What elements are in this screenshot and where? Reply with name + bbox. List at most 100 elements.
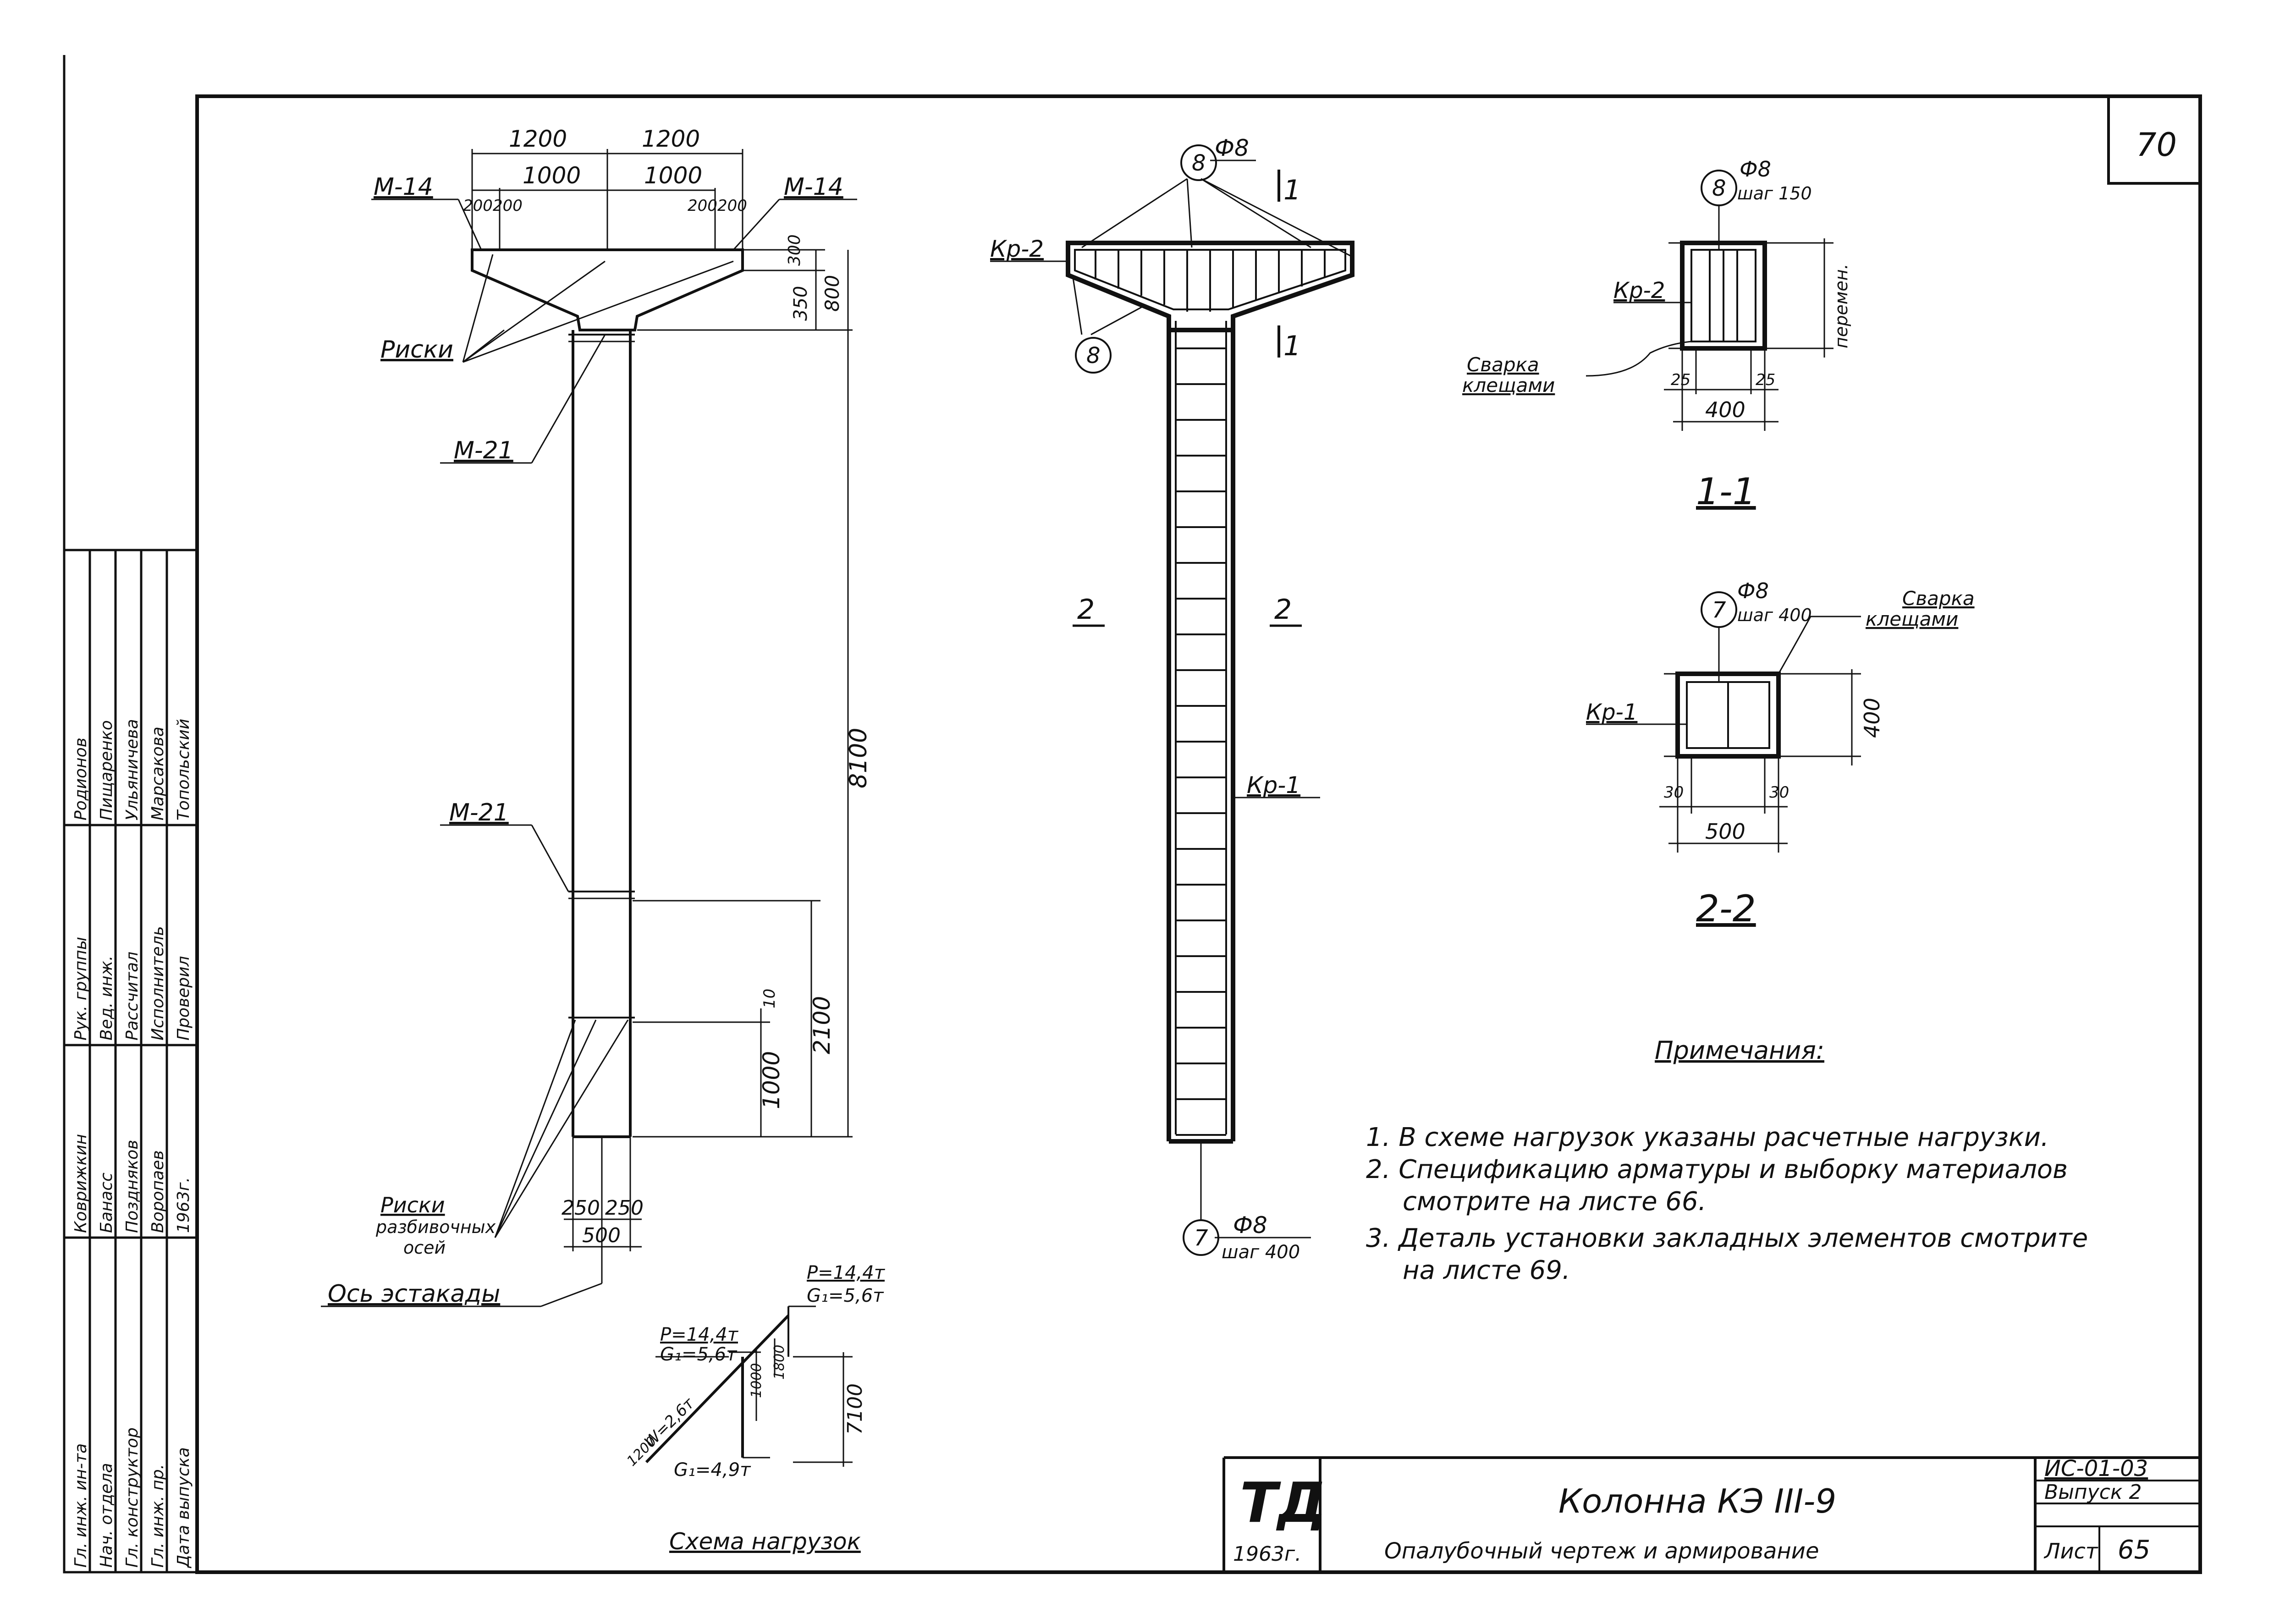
label-riski-top: Риски — [380, 336, 453, 363]
dim-inner-right: 1000 — [644, 162, 702, 189]
dim-right-300: 300 — [785, 234, 804, 266]
label-m14-left: M-14 — [374, 173, 433, 201]
stamp-cell: 1963г. — [174, 1177, 193, 1233]
stamp-cell: Банасс — [97, 1173, 116, 1233]
s22-weld-1: Сварка — [1902, 587, 1975, 610]
s22-dia: Ф8 — [1737, 578, 1769, 603]
s22-dim-500: 500 — [1705, 819, 1745, 844]
drawing-subtitle: Опалубочный чертеж и армирование — [1384, 1538, 1819, 1564]
step-bottom: шаг 400 — [1222, 1242, 1300, 1263]
s11-bubble: 8 — [1712, 176, 1726, 201]
section-2-2-drawing — [1586, 591, 1861, 853]
label-riski-bottom-2: разбивочных — [375, 1217, 496, 1237]
label-kr1: Кр-1 — [1247, 772, 1300, 798]
load-dim-7100: 7100 — [843, 1383, 867, 1435]
dim-bottom-500: 500 — [582, 1224, 621, 1247]
title-block-text: ТД 1963г. Колонна КЭ III-9 Опалубочный ч… — [1233, 1456, 2150, 1566]
s11-weld-1: Сварка — [1467, 353, 1539, 376]
stamp-cell: Гл. инж. ин-та — [72, 1443, 90, 1568]
dim-right-350: 350 — [790, 286, 811, 321]
s22-bubble: 7 — [1712, 597, 1726, 623]
dim-small-right-a: 200 — [688, 197, 717, 215]
sheet-value: 65 — [2118, 1535, 2150, 1565]
load-scheme-drawing — [645, 1305, 853, 1467]
dia-top: Ф8 — [1215, 135, 1249, 161]
s22-step: шаг 400 — [1737, 605, 1812, 625]
doc-issue: Выпуск 2 — [2044, 1481, 2142, 1504]
dim-height-8100: 8100 — [845, 728, 872, 788]
stamp-cell: Дата выпуска — [174, 1447, 193, 1569]
stamp-cell: Коврижкин — [72, 1134, 90, 1233]
s22-dim-30-right: 30 — [1769, 783, 1789, 802]
label-m21-top: M-21 — [454, 437, 513, 464]
sheet-number: 70 — [2136, 126, 2177, 164]
dim-10: 10 — [760, 989, 779, 1008]
doc-code: ИС-01-03 — [2044, 1456, 2148, 1481]
s22-label-kr1: Кр-1 — [1586, 699, 1637, 725]
side-stamp — [63, 549, 198, 1574]
s22-weld-2: клещами — [1866, 608, 1958, 630]
notes-block: Примечания: 1. В схеме нагрузок указаны … — [1366, 1036, 2088, 1285]
note-line-1: 1. В схеме нагрузок указаны расчетные на… — [1366, 1123, 2049, 1152]
label-riski-bottom-1: Риски — [380, 1193, 445, 1217]
sheet-label: Лист — [2043, 1539, 2098, 1563]
label-m21-mid: M-21 — [449, 799, 509, 826]
section-mark-1-bottom: 1 — [1283, 330, 1301, 362]
dim-small-left-b: 200 — [493, 197, 523, 215]
side-stamp-text: Гл. инж. ин-та Коврижкин Рук. группы Родион… — [72, 719, 193, 1569]
logo: ТД — [1240, 1471, 1327, 1535]
title-block — [1222, 1456, 2200, 1572]
stamp-cell: Рук. группы — [72, 937, 90, 1040]
s11-dim-25-left: 25 — [1671, 371, 1690, 389]
stamp-cell: Рассчитал — [123, 952, 142, 1040]
dim-bottom-250-left: 250 — [562, 1196, 600, 1220]
stamp-cell: Топольский — [174, 719, 193, 820]
note-line-3: смотрите на листе 66. — [1403, 1187, 1706, 1217]
sheet-number-box: 70 — [2107, 96, 2200, 185]
section-1-1-labels: 8 Ф8 шаг 150 Кр-2 перемен. Сварка клещам… — [1462, 157, 1851, 513]
section-mark-2-left: 2 — [1077, 594, 1095, 626]
dim-inner-left: 1000 — [523, 162, 581, 189]
stamp-cell: Пищаренко — [97, 720, 116, 820]
load-g-right: G₁=5,6т — [807, 1285, 884, 1306]
stamp-cell: Проверил — [174, 956, 193, 1040]
stamp-cell: Воропаев — [149, 1150, 167, 1233]
label-axis: Ось эстакады — [328, 1280, 500, 1308]
note-line-2: 2. Спецификацию арматуры и выборку матер… — [1366, 1155, 2068, 1184]
formwork-labels: 1200 1200 1000 1000 200 200 200 200 M-14… — [328, 126, 872, 1308]
dim-2100: 2100 — [809, 996, 835, 1054]
s22-dim-400: 400 — [1860, 698, 1884, 738]
label-riski-bottom-3: осей — [403, 1238, 446, 1258]
stamp-cell: Вед. инж. — [97, 956, 116, 1040]
section-2-2-labels: 7 Ф8 шаг 400 Сварка клещами Кр-1 400 30 … — [1586, 578, 1975, 930]
section-mark-2-right: 2 — [1274, 594, 1292, 626]
load-g-bottom: G₁=4,9т — [674, 1459, 751, 1481]
s11-dim-25-right: 25 — [1756, 371, 1775, 389]
label-kr2: Кр-2 — [990, 236, 1044, 262]
stamp-cell: Нач. отдела — [97, 1463, 116, 1568]
dim-top-right: 1200 — [642, 126, 700, 152]
load-title: Схема нагрузок — [669, 1528, 861, 1555]
notes-title: Примечания: — [1655, 1036, 1824, 1065]
load-p-right: P=14,4т — [807, 1262, 886, 1283]
s11-title: 1-1 — [1696, 470, 1756, 513]
bubble-left: 8 — [1086, 343, 1101, 369]
s22-dim-30-left: 30 — [1664, 783, 1684, 802]
formwork-drawing — [321, 149, 857, 1307]
s11-dia: Ф8 — [1740, 157, 1771, 182]
s11-label-kr2: Кр-2 — [1613, 278, 1665, 303]
dim-small-left-a: 200 — [463, 197, 493, 215]
dim-right-800: 800 — [821, 275, 843, 312]
note-line-5: на листе 69. — [1403, 1255, 1570, 1285]
s11-label-variable: перемен. — [1831, 264, 1851, 348]
dim-small-right-b: 200 — [717, 197, 747, 215]
stamp-cell: Гл. конструктор — [123, 1427, 142, 1568]
load-g-left: G₁=5,6т — [660, 1344, 738, 1365]
shaft-stirrups — [1176, 347, 1226, 1136]
load-p-left: P=14,4т — [660, 1324, 739, 1345]
stamp-cell: Ульяничева — [123, 719, 142, 820]
s22-title: 2-2 — [1696, 887, 1756, 930]
stamp-cell: Родионов — [72, 738, 90, 820]
dim-1000: 1000 — [758, 1051, 785, 1109]
stamp-cell: Гл. инж. пр. — [149, 1464, 167, 1568]
